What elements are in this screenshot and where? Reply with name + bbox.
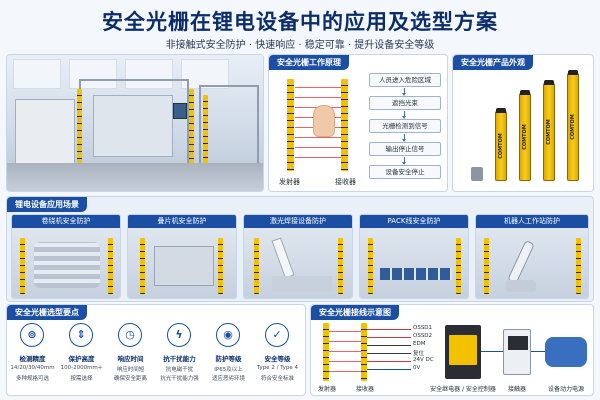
arrow-down-icon [402,111,406,119]
contactor [503,329,531,375]
factory-photo [6,54,264,192]
feature-item: ◷ 响应时间 响应时间短 确保安全距离 [106,323,155,395]
receiver-label: 接收器 [335,178,356,186]
scenario-card: 叠片机安全防护 [127,214,237,299]
scenario-label: 卷绕机安全防护 [12,215,120,228]
page-subtitle: 非接触式安全防护 · 快速响应 · 稳定可靠 · 提升设备安全等级 [165,40,435,51]
hmi-screen [173,103,187,119]
principle-title: 安全光栅工作原理 [269,55,349,70]
scenarios-title: 锂电设备应用场景 [7,197,87,212]
scenario-label: 叠片机安全防护 [128,215,236,228]
scenario-card: 卷绕机安全防护 [11,214,121,299]
motor-icon [545,337,587,367]
window [69,59,117,89]
flow-step-1: 人员进入危险区域 [369,73,441,87]
floor [7,163,263,191]
scenario-card: PACK线安全防护 [359,214,469,299]
scenario-image [244,228,352,298]
height-icon: ⇕ [69,323,93,347]
scenario-card: 机器人工作站防护 [475,214,589,299]
safety-relay [445,325,481,379]
flow-step-2: 遮挡光束 [369,96,441,110]
lightning-icon: ϟ [167,323,191,347]
selection-title: 安全光栅选型要点 [7,305,87,320]
light-curtain-product: COMTOM [519,90,531,181]
arrow-down-icon [402,88,406,96]
scenario-card: 激光焊接设备防护 [243,214,353,299]
machine [15,99,75,169]
clock-icon: ◷ [118,323,142,347]
feature-item: ◉ 防护等级 IP65及以上 适应恶劣环境 [204,323,253,395]
scenario-image [12,228,120,298]
emitter-label: 发射器 [279,178,300,186]
feature-item: ✓ 安全等级 Type 2 / Type 4 符合安全标准 [253,323,302,395]
beam [295,157,341,158]
ruler-icon: ⊚ [20,323,44,347]
light-curtain [203,95,208,167]
scenario-image [128,228,236,298]
window [13,59,61,89]
light-curtain-product: COMTOM [495,108,507,181]
emitter-bar [287,79,294,171]
feature-item: ⇕ 保护高度 100-2000mm+ 按需选择 [57,323,106,395]
products-panel: 安全光栅产品外观 COMTOM COMTOM COMTOM COMTOM [452,54,594,192]
wiring-panel: 安全光栅接线示意图 OSSD1 OSSD2 EDM 复位 24V DC 0V 发… [310,304,594,396]
receiver-bar [341,79,348,171]
beam [295,87,341,88]
water-drop-icon: ◉ [216,323,240,347]
beam [295,137,341,138]
principle-panel: 安全光栅工作原理 发射器 接收器 人员进入危险区域 遮挡光束 光栅检测到信号 输… [268,54,448,192]
feature-item: ϟ 抗干扰能力 抗电磁干扰 抗光干扰能力强 [155,323,204,395]
beam [295,97,341,98]
header: 安全光栅在锂电设备中的应用及选型方案 非接触式安全防护 · 快速响应 · 稳定可… [0,0,600,52]
scenario-label: 机器人工作站防护 [476,215,588,228]
flow-step-5: 设备安全停止 [369,165,441,179]
hand-icon [313,105,335,137]
scenarios-panel: 锂电设备应用场景 卷绕机安全防护 叠片机安全防护 激光焊接设备防护 [6,196,594,302]
flow-step-4: 输出停止信号 [369,142,441,156]
light-curtain [189,89,194,167]
machine [93,95,173,157]
light-curtain-product: COMTOM [543,80,555,181]
scenario-image [360,228,468,298]
light-curtain [77,89,82,167]
connector-icon [471,167,483,181]
scenario-label: PACK线安全防护 [360,215,468,228]
flow-step-3: 光栅检测到信号 [369,119,441,133]
receiver-bar [361,323,367,381]
arrow-down-icon [402,134,406,142]
light-curtain-product: COMTOM [567,70,579,181]
scenario-label: 激光焊接设备防护 [244,215,352,228]
wiring-title: 安全光栅接线示意图 [311,305,399,320]
selection-panel: 安全光栅选型要点 ⊚ 检测精度 14/20/30/40mm 多种规格可选 ⇕ 保… [6,304,306,396]
window [125,59,173,89]
window [181,59,229,89]
emitter-bar [323,323,329,381]
page-title: 安全光栅在锂电设备中的应用及选型方案 [102,10,498,34]
shield-check-icon: ✓ [265,323,289,347]
machine-frame [199,85,259,173]
beam [295,147,341,148]
feature-item: ⊚ 检测精度 14/20/30/40mm 多种规格可选 [8,323,57,395]
products-title: 安全光栅产品外观 [453,55,533,70]
scenario-image [476,228,588,298]
arrow-down-icon [402,157,406,165]
